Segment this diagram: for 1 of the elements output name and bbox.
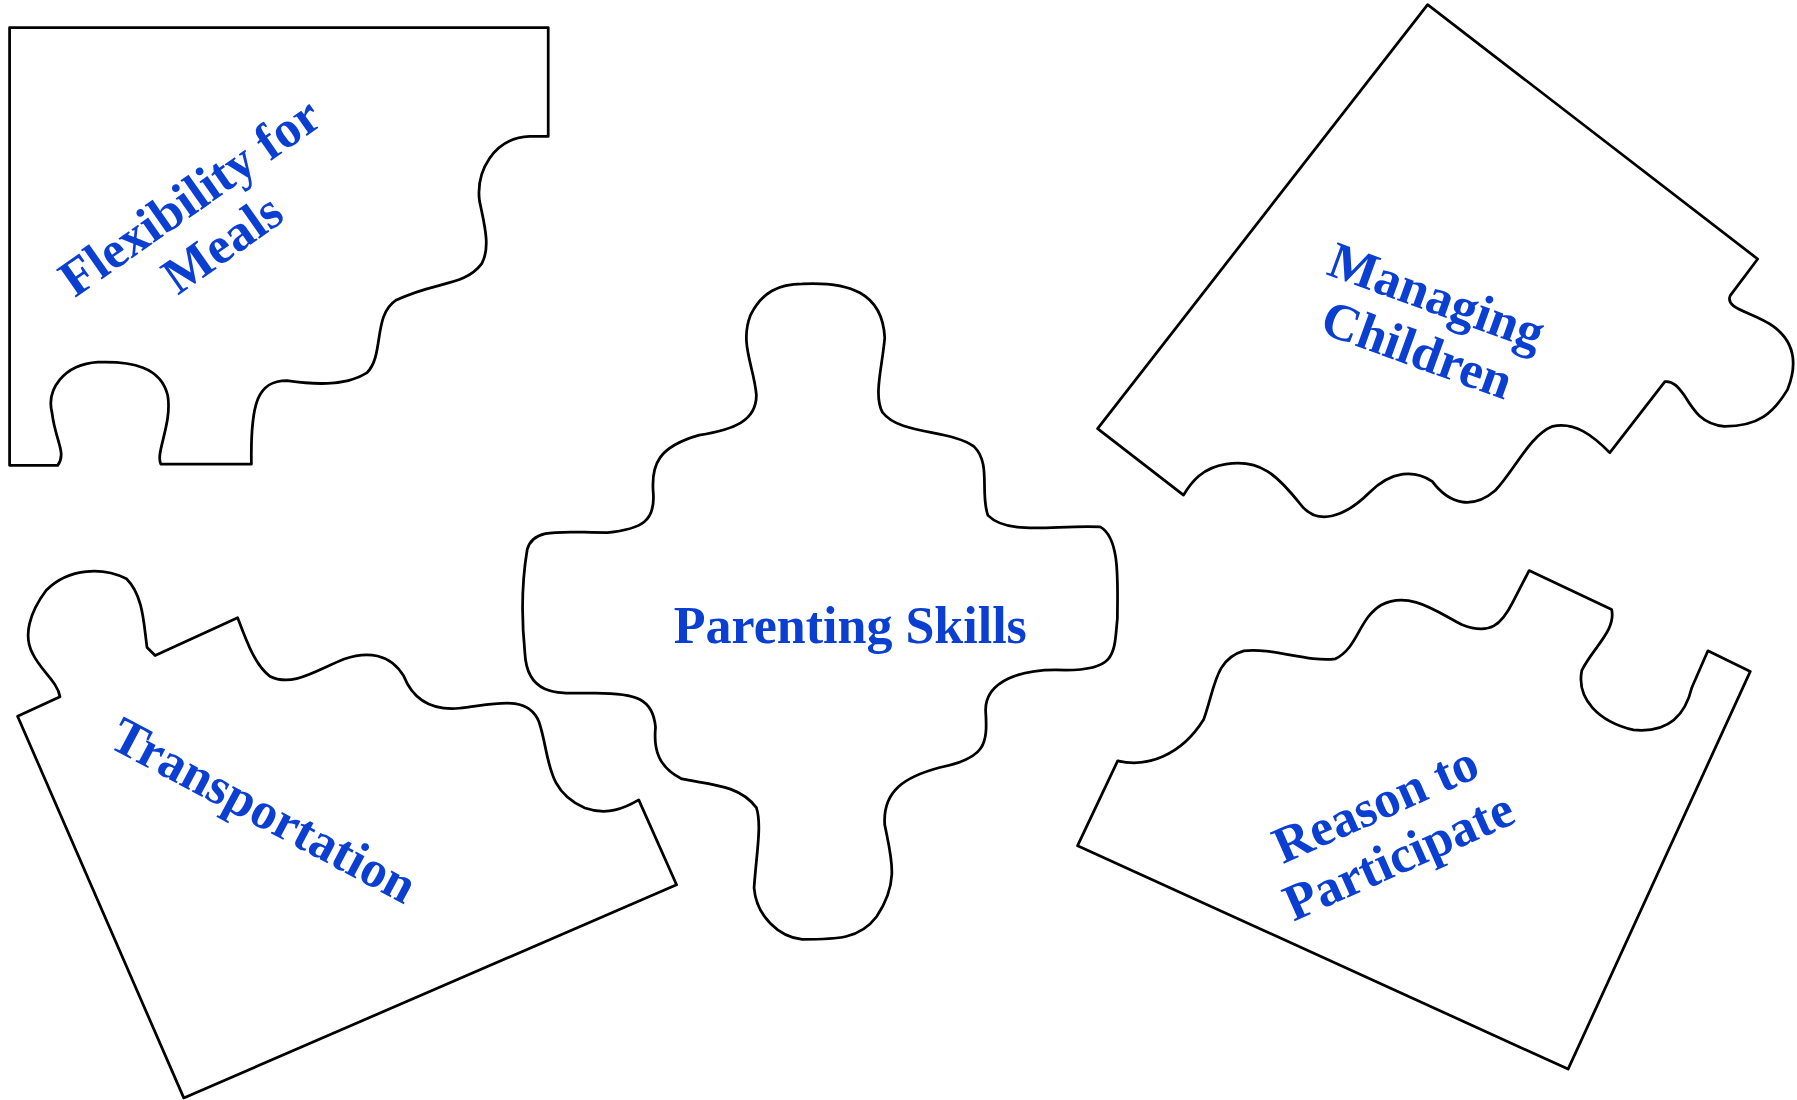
piece-label: Parenting Skills [673,597,1027,655]
